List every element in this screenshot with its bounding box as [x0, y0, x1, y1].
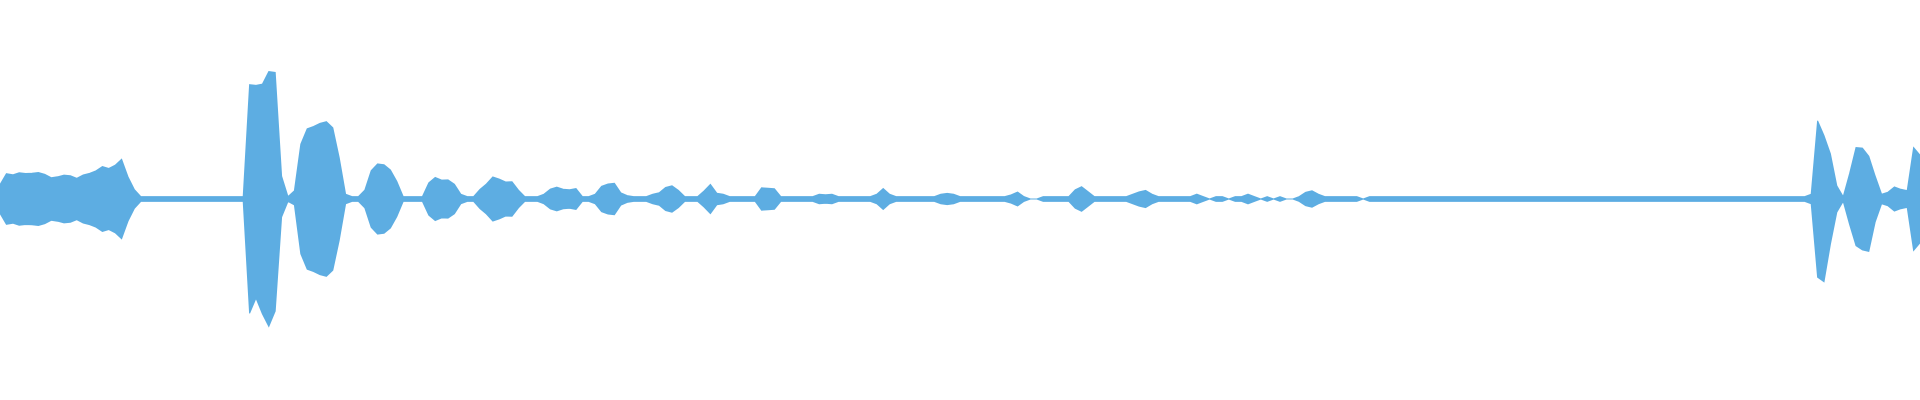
waveform-envelope — [0, 71, 1920, 328]
